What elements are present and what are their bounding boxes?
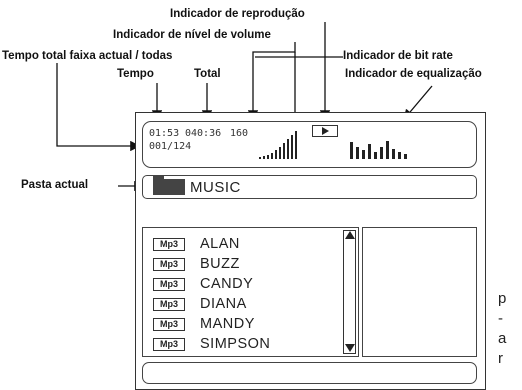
volume-bar — [283, 143, 285, 159]
file-list — [142, 227, 359, 357]
file-name: CANDY — [200, 276, 254, 292]
volume-bar — [271, 153, 273, 159]
time-label: Tempo — [117, 68, 154, 80]
eq-bar — [374, 152, 377, 159]
scroll-down-icon[interactable] — [345, 344, 355, 352]
eq-bar — [356, 147, 359, 159]
elapsed-time: 01:53 — [149, 128, 180, 139]
mp3-badge: Mp3 — [153, 338, 185, 351]
file-name: SIMPSON — [200, 336, 271, 352]
bottom-status-bar — [142, 362, 477, 384]
eq-bar — [404, 154, 407, 159]
volume-bar — [267, 155, 269, 159]
volume-indicator-label: Indicador de nível de volume — [113, 29, 271, 41]
file-name: BUZZ — [200, 256, 240, 272]
current-folder-label: Pasta actual — [21, 179, 89, 191]
volume-bar — [295, 131, 297, 159]
volume-bar — [279, 147, 281, 159]
folder-name: MUSIC — [190, 179, 241, 196]
mp3-badge: Mp3 — [153, 278, 185, 291]
folder-bar — [142, 175, 477, 199]
volume-bar — [263, 156, 265, 159]
total-time: 040:36 — [185, 128, 222, 139]
eq-bar — [386, 141, 389, 159]
folder-icon — [153, 176, 185, 195]
mp3-badge: Mp3 — [153, 318, 185, 331]
mp3-badge: Mp3 — [153, 298, 185, 311]
volume-bar — [291, 135, 293, 159]
track-counter: 001/124 — [149, 141, 192, 152]
eq-bar — [392, 149, 395, 159]
side-text: a — [498, 330, 507, 347]
play-icon — [312, 125, 338, 137]
playback-indicator-label: Indicador de reprodução — [170, 8, 305, 20]
side-text: - — [498, 310, 503, 327]
info-panel — [362, 227, 477, 357]
file-name: ALAN — [200, 236, 240, 252]
scrollbar[interactable] — [343, 230, 356, 354]
volume-bar — [287, 139, 289, 159]
scroll-up-icon[interactable] — [345, 231, 355, 239]
mp3-badge: Mp3 — [153, 258, 185, 271]
eq-indicator-label: Indicador de equalização — [345, 68, 482, 80]
eq-bar — [368, 144, 371, 159]
eq-bar — [362, 150, 365, 159]
eq-bar — [350, 142, 353, 159]
time-header-label: Tempo total faixa actual / todas — [2, 50, 173, 62]
side-text: p — [498, 290, 507, 307]
eq-bar — [398, 152, 401, 159]
eq-bar — [380, 147, 383, 159]
mp3-badge: Mp3 — [153, 238, 185, 251]
file-name: MANDY — [200, 316, 255, 332]
bitrate-value: 160 — [230, 128, 249, 139]
bitrate-indicator-label: Indicador de bit rate — [343, 50, 453, 62]
volume-bar — [275, 150, 277, 159]
volume-bar — [259, 157, 261, 159]
status-panel — [142, 121, 477, 168]
file-name: DIANA — [200, 296, 247, 312]
total-label: Total — [194, 68, 221, 80]
side-text: r — [498, 350, 503, 367]
